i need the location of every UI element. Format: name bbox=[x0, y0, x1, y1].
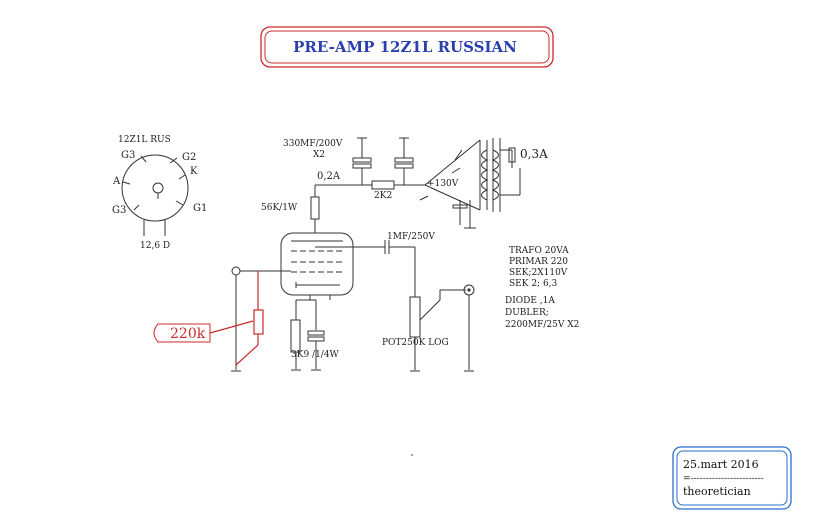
trafo-current-label: 0,3A bbox=[520, 147, 548, 161]
capacitor-count-label: X2 bbox=[313, 150, 325, 160]
pin-label-g2: G2 bbox=[182, 152, 196, 163]
tube-pinout: 12Z1L RUS G3 G2 K A G3 G1 12,6 D bbox=[112, 135, 207, 251]
plate-circuit: 56K/1W 1MF/250V bbox=[261, 185, 435, 254]
trafo-notes: TRAFO 20VA PRIMAR 220 SEK;2X110V SEK 2; … bbox=[505, 246, 579, 330]
plate-resistor-label: 56K/1W bbox=[261, 203, 298, 213]
pin-label-k: K bbox=[190, 166, 198, 177]
resistor-2k2-label: 2K2 bbox=[374, 191, 392, 201]
title-box: PRE-AMP 12Z1L RUSSIAN bbox=[260, 26, 554, 68]
pin-label-g3-top: G3 bbox=[121, 150, 135, 161]
note-line-7: 2200MF/25V X2 bbox=[505, 320, 579, 330]
coupling-cap-label: 1MF/250V bbox=[387, 232, 435, 242]
current-label: 0,2A bbox=[317, 171, 341, 182]
signature-box: 25.mart 2016 =------------------------ t… bbox=[672, 446, 792, 510]
pin-label-g3-bottom: G3 bbox=[112, 205, 126, 216]
note-line-4: SEK 2; 6,3 bbox=[509, 279, 558, 289]
pin-label-g1: G1 bbox=[193, 203, 207, 214]
pin-label-a: A bbox=[112, 176, 121, 187]
grid-resistor-label: 220k bbox=[170, 326, 206, 342]
output-circuit: POT250K LOG bbox=[382, 247, 475, 372]
power-supply: 330MF/200V X2 0,2A 2K2 +130V bbox=[283, 137, 481, 229]
main-capacitor-label: 330MF/200V bbox=[283, 139, 343, 149]
author-label: theoretician bbox=[683, 485, 751, 498]
input-circuit: 220k bbox=[153, 266, 291, 372]
cathode-circuit: 3K9 /1/4W bbox=[290, 299, 340, 371]
vacuum-tube bbox=[280, 232, 354, 300]
tube-name-label: 12Z1L RUS bbox=[118, 135, 171, 145]
heater-label: 12,6 D bbox=[140, 241, 170, 251]
note-line-2: PRIMAR 220 bbox=[509, 257, 568, 267]
note-line-3: SEK;2X110V bbox=[509, 268, 568, 278]
note-line-6: DUBLER; bbox=[505, 308, 549, 318]
transformer: 0,3A bbox=[479, 138, 548, 212]
note-line-1: TRAFO 20VA bbox=[509, 246, 569, 256]
page-title: PRE-AMP 12Z1L RUSSIAN bbox=[293, 38, 517, 56]
potentiometer-label: POT250K LOG bbox=[382, 338, 449, 348]
date-label: 25.mart 2016 bbox=[683, 458, 759, 471]
separator-line: =------------------------ bbox=[683, 474, 764, 484]
note-line-5: DIODE ,1A bbox=[505, 296, 555, 306]
cathode-resistor-label: 3K9 /1/4W bbox=[291, 350, 340, 360]
voltage-label: +130V bbox=[427, 179, 459, 189]
